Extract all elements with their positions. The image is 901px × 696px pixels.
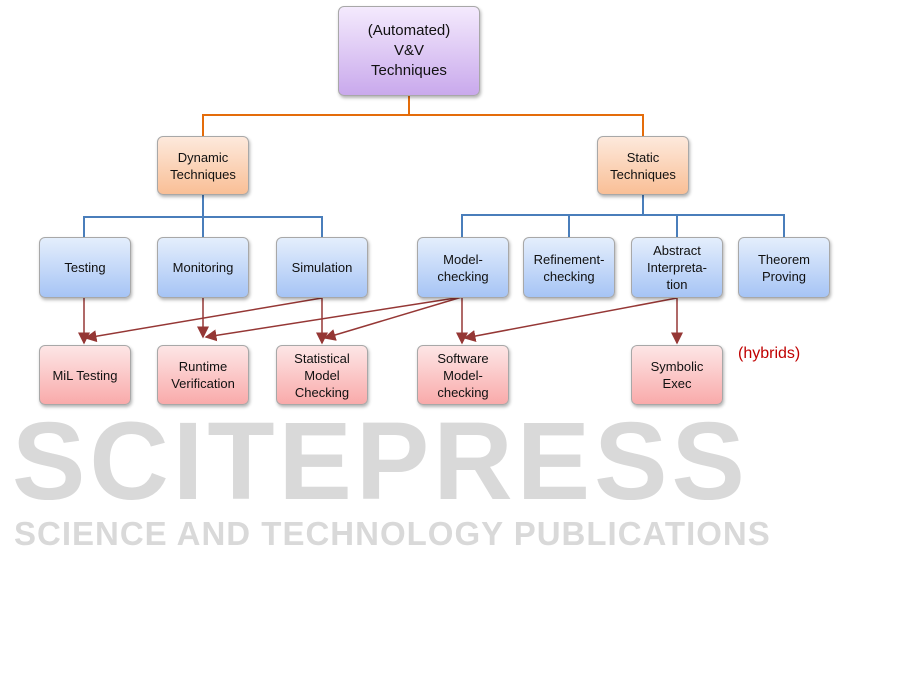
hybrid-arrows xyxy=(78,296,683,345)
static-techniques-node: Static Techniques xyxy=(597,136,689,195)
hybrids-label: (hybrids) xyxy=(738,345,801,362)
mil-testing-node: MiL Testing xyxy=(39,345,131,405)
symbolic-exec-node: Symbolic Exec xyxy=(631,345,723,405)
root-node: (Automated) V&V Techniques xyxy=(338,6,480,96)
watermark-sub: SCIENCE AND TECHNOLOGY PUBLICATIONS xyxy=(14,515,771,552)
statistical-model-checking-node: Statistical Model Checking xyxy=(276,345,368,405)
watermark-main: SCITEPRESS xyxy=(12,400,749,523)
software-model-checking-node: Software Model- checking xyxy=(417,345,509,405)
runtime-verification-node: Runtime Verification xyxy=(157,345,249,405)
theorem-proving-node: Theorem Proving xyxy=(738,237,830,298)
monitoring-node: Monitoring xyxy=(157,237,249,298)
dynamic-techniques-node: Dynamic Techniques xyxy=(157,136,249,195)
tree-top-lines xyxy=(202,96,644,136)
tree-mid-lines xyxy=(83,195,785,237)
abstract-interpretation-node: Abstract Interpreta- tion xyxy=(631,237,723,298)
simulation-node: Simulation xyxy=(276,237,368,298)
testing-node: Testing xyxy=(39,237,131,298)
model-checking-node: Model- checking xyxy=(417,237,509,298)
refinement-checking-node: Refinement- checking xyxy=(523,237,615,298)
